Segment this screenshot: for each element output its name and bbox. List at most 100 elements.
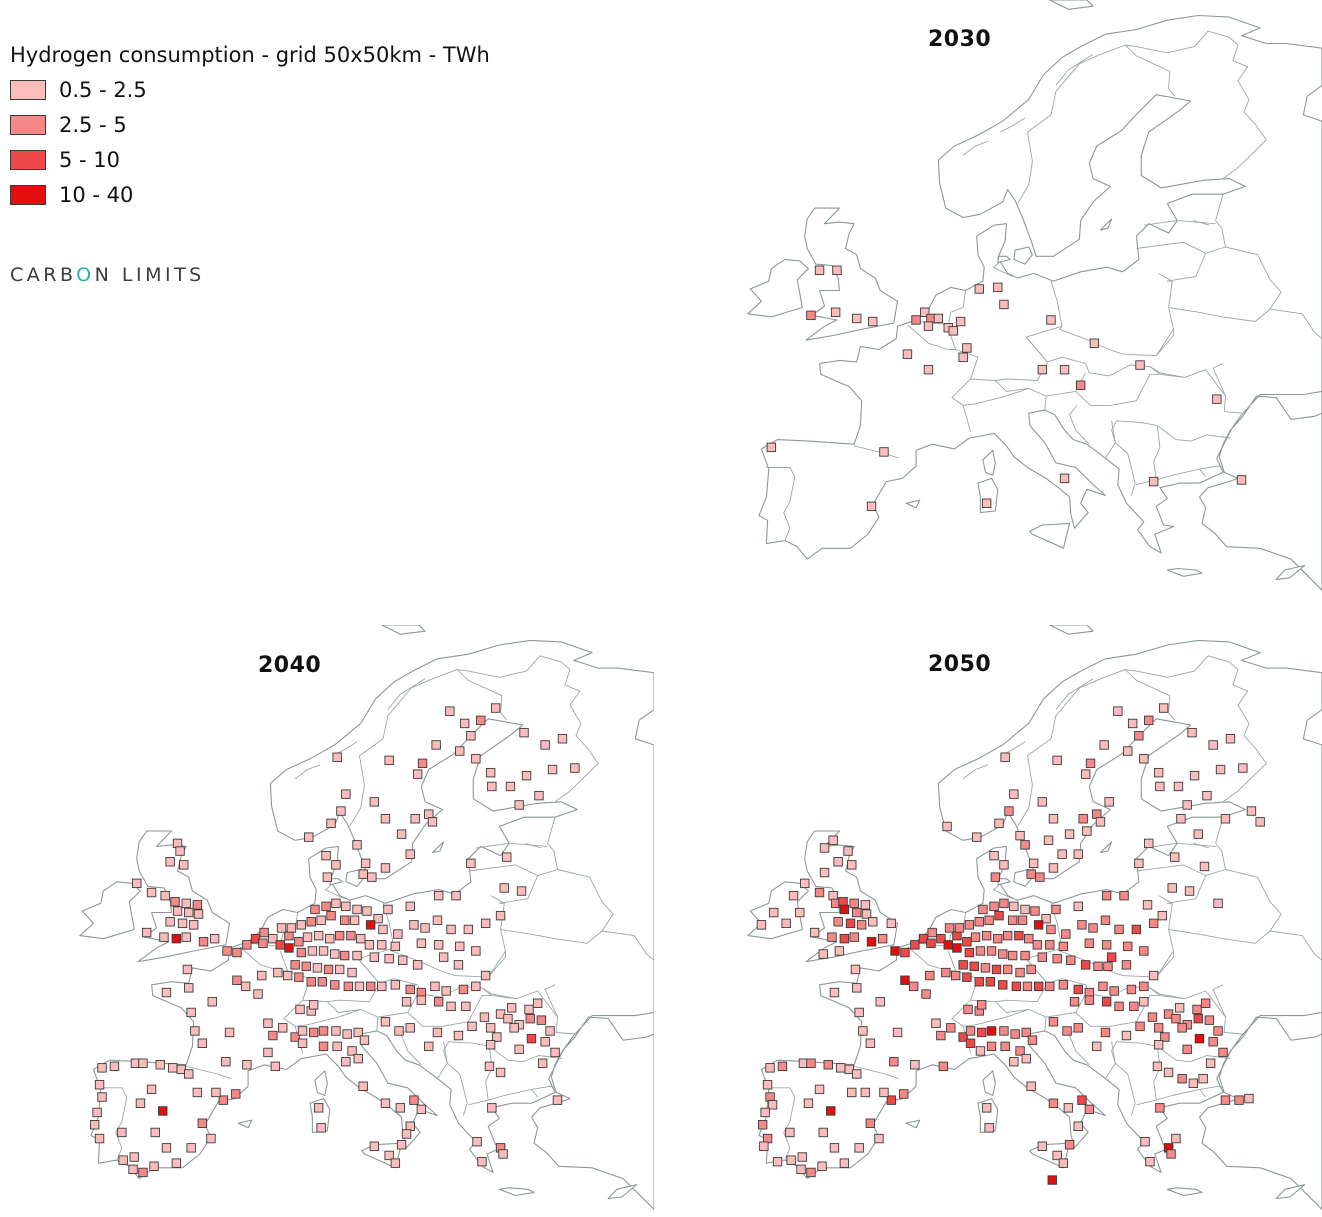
grid-cell [943, 940, 953, 950]
grid-cell [525, 1013, 535, 1024]
grid-cell [1069, 997, 1080, 1007]
legend-item: 0.5 - 2.5 [10, 72, 490, 107]
grid-cell [352, 840, 362, 850]
grid-cell [974, 917, 984, 927]
grid-cell [416, 1104, 427, 1115]
grid-cell [224, 1027, 235, 1038]
grid-cell [89, 1120, 100, 1130]
grid-cell [765, 1092, 775, 1102]
grid-cell [347, 1046, 357, 1056]
grid-cell [384, 953, 394, 964]
border-line [992, 266, 1013, 277]
grid-cell [990, 872, 1001, 882]
grid-cell [1104, 797, 1114, 807]
border-line [1193, 220, 1210, 226]
grid-cell [109, 1061, 120, 1072]
grid-cell [962, 972, 972, 982]
grid-cell [1109, 986, 1119, 996]
grid-cell [974, 284, 984, 294]
grid-cell [989, 850, 999, 861]
brand-logo: CARBON LIMITS [10, 264, 205, 286]
grid-cell [1246, 806, 1257, 816]
grid-cell [294, 972, 304, 982]
grid-cell [938, 1061, 949, 1072]
grid-cell [367, 872, 377, 882]
grid-cell [218, 1095, 229, 1105]
grid-cell [1024, 933, 1034, 944]
grid-cell [1131, 924, 1142, 935]
grid-cell [570, 763, 580, 773]
grid-cell [986, 1026, 997, 1036]
grid-cell [1088, 923, 1098, 933]
legend: Hydrogen consumption - grid 50x50km - TW… [10, 40, 490, 212]
grid-cell [412, 769, 423, 779]
grid-cell [874, 1133, 884, 1144]
land-outline [1029, 522, 1071, 549]
grid-cell [405, 984, 415, 995]
grid-cell [258, 938, 268, 948]
grid-cell [828, 835, 838, 845]
grid-cell [1084, 938, 1095, 948]
land-outline [997, 255, 1011, 264]
grid-cell [1114, 924, 1124, 935]
grid-cell [889, 1056, 899, 1067]
grid-cell [954, 923, 965, 933]
grid-cell [994, 910, 1004, 921]
grid-cell [1255, 817, 1265, 827]
grid-cell [1061, 929, 1071, 939]
grid-cell [845, 918, 856, 929]
grid-cell [946, 1023, 956, 1033]
grid-cell [852, 907, 862, 918]
grid-cell [480, 970, 491, 981]
grid-cell [466, 731, 476, 741]
grid-cell [860, 1087, 871, 1098]
grid-cell [797, 1152, 807, 1162]
grid-cell [833, 857, 843, 867]
grid-cell [1037, 1141, 1048, 1151]
grid-cell [159, 932, 169, 942]
grid-cell [405, 849, 415, 859]
grid-cell [1058, 980, 1069, 990]
grid-cell [390, 941, 401, 952]
grid-cell [994, 818, 1004, 829]
grid-cell [986, 1041, 997, 1052]
grid-cell [1009, 1056, 1019, 1067]
grid-cell [394, 1026, 404, 1036]
map-year-title: 2040 [258, 653, 322, 678]
grid-cell [499, 883, 509, 893]
grid-cell [795, 907, 805, 918]
legend-swatch [10, 149, 46, 170]
grid-cell [1058, 941, 1069, 952]
border-line [1222, 44, 1267, 179]
grid-cell [931, 1018, 941, 1028]
border-line [1143, 220, 1216, 226]
grid-cell [427, 817, 438, 827]
grid-cell [132, 878, 142, 889]
border-line [443, 1041, 468, 1116]
grid-cell [290, 960, 300, 970]
grid-cell [1167, 883, 1177, 893]
grid-cell [343, 981, 354, 992]
grid-cell [980, 963, 991, 973]
grid-cell [1045, 981, 1055, 992]
grid-cell [927, 927, 937, 938]
grid-cell [524, 1004, 534, 1015]
grid-cell [1007, 950, 1018, 961]
grid-cell [1100, 915, 1111, 925]
grid-cell [1073, 849, 1083, 859]
grid-cell [296, 947, 307, 958]
grid-cell [498, 1149, 508, 1159]
grid-cell [492, 1032, 502, 1042]
grid-cell [981, 1103, 992, 1113]
grid-cell [868, 316, 878, 327]
border-line [1153, 425, 1161, 462]
grid-cell [998, 980, 1008, 990]
grid-cell [190, 1026, 200, 1036]
grid-cell [353, 1027, 363, 1038]
grid-cell [118, 1155, 128, 1165]
border-line [1153, 1081, 1207, 1101]
grid-cell [762, 1080, 773, 1090]
border-line [970, 947, 1063, 1003]
grid-cell [1155, 781, 1165, 792]
grid-cell [352, 950, 362, 961]
